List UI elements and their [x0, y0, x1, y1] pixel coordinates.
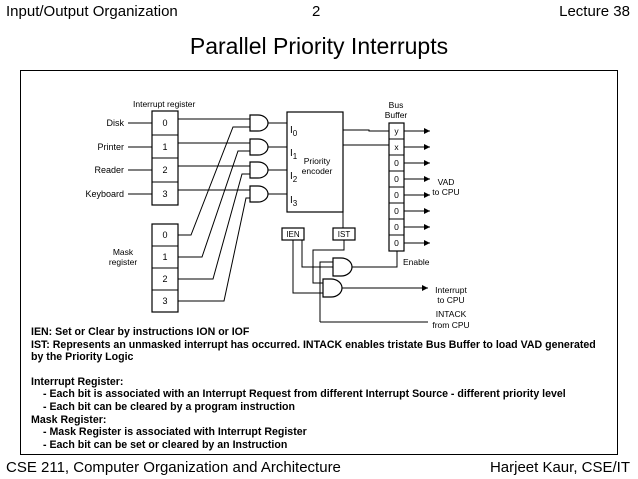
note-interrupt-register-heading: Interrupt Register:: [31, 375, 124, 388]
bus-buffer-bit: 0: [394, 222, 399, 232]
mask-bit: 3: [162, 296, 167, 306]
interrupt-bit: 1: [162, 142, 167, 152]
footer-author: Harjeet Kaur, CSE/IT: [489, 459, 630, 476]
priority-encoder: [286, 111, 344, 213]
slide-title: Parallel Priority Interrupts: [189, 33, 449, 59]
header-lecture: Lecture 38: [559, 3, 630, 20]
bus-buffer-label: Bus: [389, 100, 404, 110]
mask-bit: 1: [162, 252, 167, 262]
and-gate-3: [249, 185, 269, 203]
and-gate-1: [249, 138, 269, 156]
bus-buffer-bit: 0: [394, 206, 399, 216]
note-ien: IEN: Set or Clear by instructions ION or…: [31, 326, 250, 338]
ist-label: IST: [338, 230, 351, 239]
content-frame: [20, 70, 618, 455]
note-interrupt-register-bullet: - Each bit can be cleared by a program i…: [43, 400, 295, 413]
source-label-printer: Printer: [97, 142, 124, 152]
source-label-keyboard: Keyboard: [85, 189, 124, 199]
and-gate-0: [249, 114, 269, 132]
encoder-input-label: I2: [290, 171, 298, 184]
header-page-number: 2: [312, 3, 321, 20]
bus-buffer-bit: x: [394, 142, 399, 152]
encoder-label: Priority: [304, 156, 331, 166]
mask-register-label: Mask: [113, 247, 134, 257]
notes-spacer: [31, 364, 616, 376]
ien-label: IEN: [286, 230, 300, 239]
note-ist-continued: by the Priority Logic: [31, 351, 134, 364]
interrupt-register-label: Interrupt register: [133, 99, 196, 109]
footer-course: CSE 211, Computer Organization and Archi…: [6, 459, 341, 476]
interrupt-and-gate: [322, 278, 343, 298]
encoder-input-label: I1: [290, 148, 298, 161]
interrupt-to-cpu-label: Interrupt: [435, 285, 467, 295]
header-course-topic: Input/Output Organization: [6, 3, 178, 20]
enable-label: Enable: [403, 257, 430, 267]
bus-buffer-bit: 0: [394, 190, 399, 200]
note-ist: IST: Represents an unmasked interrupt ha…: [31, 338, 596, 351]
bus-buffer-bit: 0: [394, 158, 399, 168]
bus-buffer-label: Buffer: [385, 110, 408, 120]
intack-label: INTACK: [436, 309, 467, 319]
bus-buffer-bit: 0: [394, 174, 399, 184]
source-label-disk: Disk: [107, 118, 125, 128]
control-and-gates: [322, 257, 353, 298]
note-mask-register-bullet: - Each bit can be set or cleared by an I…: [43, 438, 288, 451]
mask-bit: 0: [162, 230, 167, 240]
mask-register-label: register: [109, 257, 138, 267]
enable-and-gate: [332, 257, 353, 277]
note-interrupt-register-bullet: - Each bit is associated with an Interru…: [43, 388, 566, 401]
interrupt-bit: 2: [162, 165, 167, 175]
encoder-input-label: I0: [290, 125, 298, 138]
notes-section: IEN: Set or Clear by instructions ION or…: [31, 326, 616, 451]
interrupt-to-cpu-label: to CPU: [437, 295, 464, 305]
and-gate-2: [249, 161, 269, 179]
source-label-reader: Reader: [94, 165, 124, 175]
mask-and-gates: [249, 114, 269, 203]
vad-output-arrows: [404, 128, 430, 246]
vad-label: VAD: [438, 177, 455, 187]
encoder-input-label: I3: [290, 195, 298, 208]
note-mask-register-heading: Mask Register:: [31, 413, 107, 426]
note-mask-register-bullet: - Mask Register is associated with Inter…: [43, 426, 307, 439]
interrupt-bit: 0: [162, 118, 167, 128]
vad-label: to CPU: [432, 187, 459, 197]
bus-buffer-bit: 0: [394, 238, 399, 248]
interrupt-bit: 3: [162, 189, 167, 199]
bus-buffer-bit: y: [394, 126, 399, 136]
mask-bit: 2: [162, 274, 167, 284]
encoder-label: encoder: [302, 166, 333, 176]
intack-label: from CPU: [432, 320, 469, 330]
